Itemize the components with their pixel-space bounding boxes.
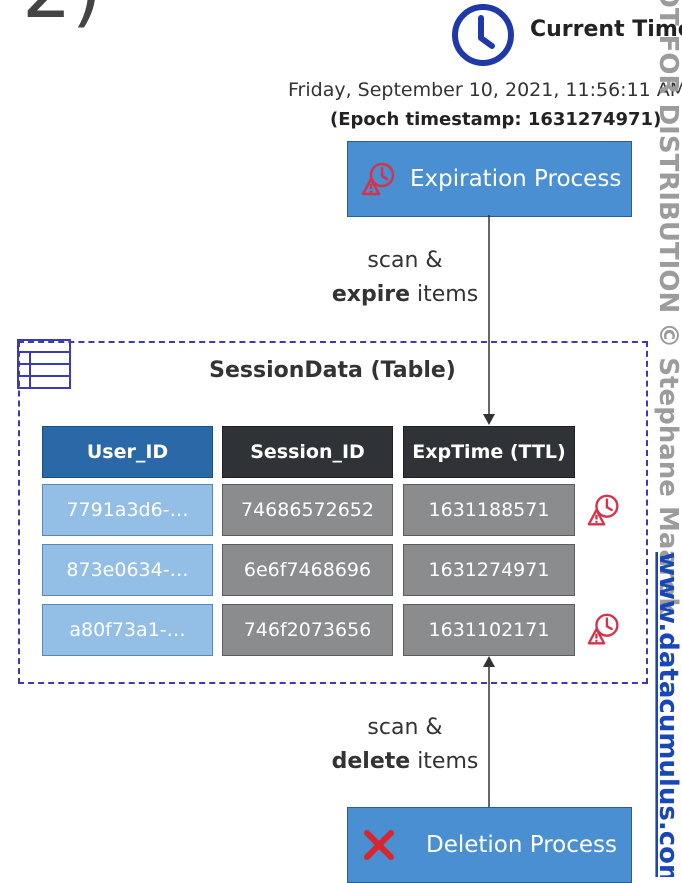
red-x-icon <box>364 830 394 860</box>
watermark-text: NOT FOR DISTRIBUTION © Stephane Maarek <box>653 0 682 615</box>
heading-fragment: 2) <box>22 0 102 30</box>
epoch-timestamp-text: (Epoch timestamp: 1631274971) <box>330 109 662 130</box>
table-icon <box>17 339 71 389</box>
scan-delete-label: scan & delete items <box>331 715 479 774</box>
scan-expire-label: scan & expire items <box>331 248 479 307</box>
current-time-label: Current Time <box>530 17 682 42</box>
clock-icon <box>452 4 514 66</box>
expiration-process-box[interactable]: Expiration Process <box>347 141 632 217</box>
current-date-text: Friday, September 10, 2021, 11:56:11 AM <box>288 79 682 101</box>
column-header-user-id: User_ID <box>42 426 213 478</box>
table-row-2-session-id: 6e6f7468696 <box>222 544 393 596</box>
table-row-3-session-id: 746f2073656 <box>222 604 393 656</box>
expiration-process-label: Expiration Process <box>410 166 622 192</box>
deletion-process-box[interactable]: Deletion Process <box>347 807 632 883</box>
table-row-2-exp-time: 1631274971 <box>403 544 575 596</box>
table-container <box>18 341 648 684</box>
table-row-2-user-id: 873e0634-… <box>42 544 213 596</box>
column-header-session-id: Session_ID <box>222 426 393 478</box>
deletion-process-label: Deletion Process <box>426 832 618 858</box>
watermark-link: www.datacumulus.com <box>653 552 682 877</box>
table-title: SessionData (Table) <box>209 358 456 383</box>
table-row-3-user-id: a80f73a1-… <box>42 604 213 656</box>
table-row-1-exp-time: 1631188571 <box>403 484 575 536</box>
table-row-1-user-id: 7791a3d6-… <box>42 484 213 536</box>
alarm-warning-icon <box>587 494 619 526</box>
alarm-warning-icon <box>361 162 395 196</box>
table-row-1-session-id: 74686572652 <box>222 484 393 536</box>
watermark: NOT FOR DISTRIBUTION © Stephane Maarek w… <box>653 0 682 877</box>
alarm-warning-icon <box>587 613 619 645</box>
column-header-exp-time: ExpTime (TTL) <box>403 426 575 478</box>
table-row-3-exp-time: 1631102171 <box>403 604 575 656</box>
